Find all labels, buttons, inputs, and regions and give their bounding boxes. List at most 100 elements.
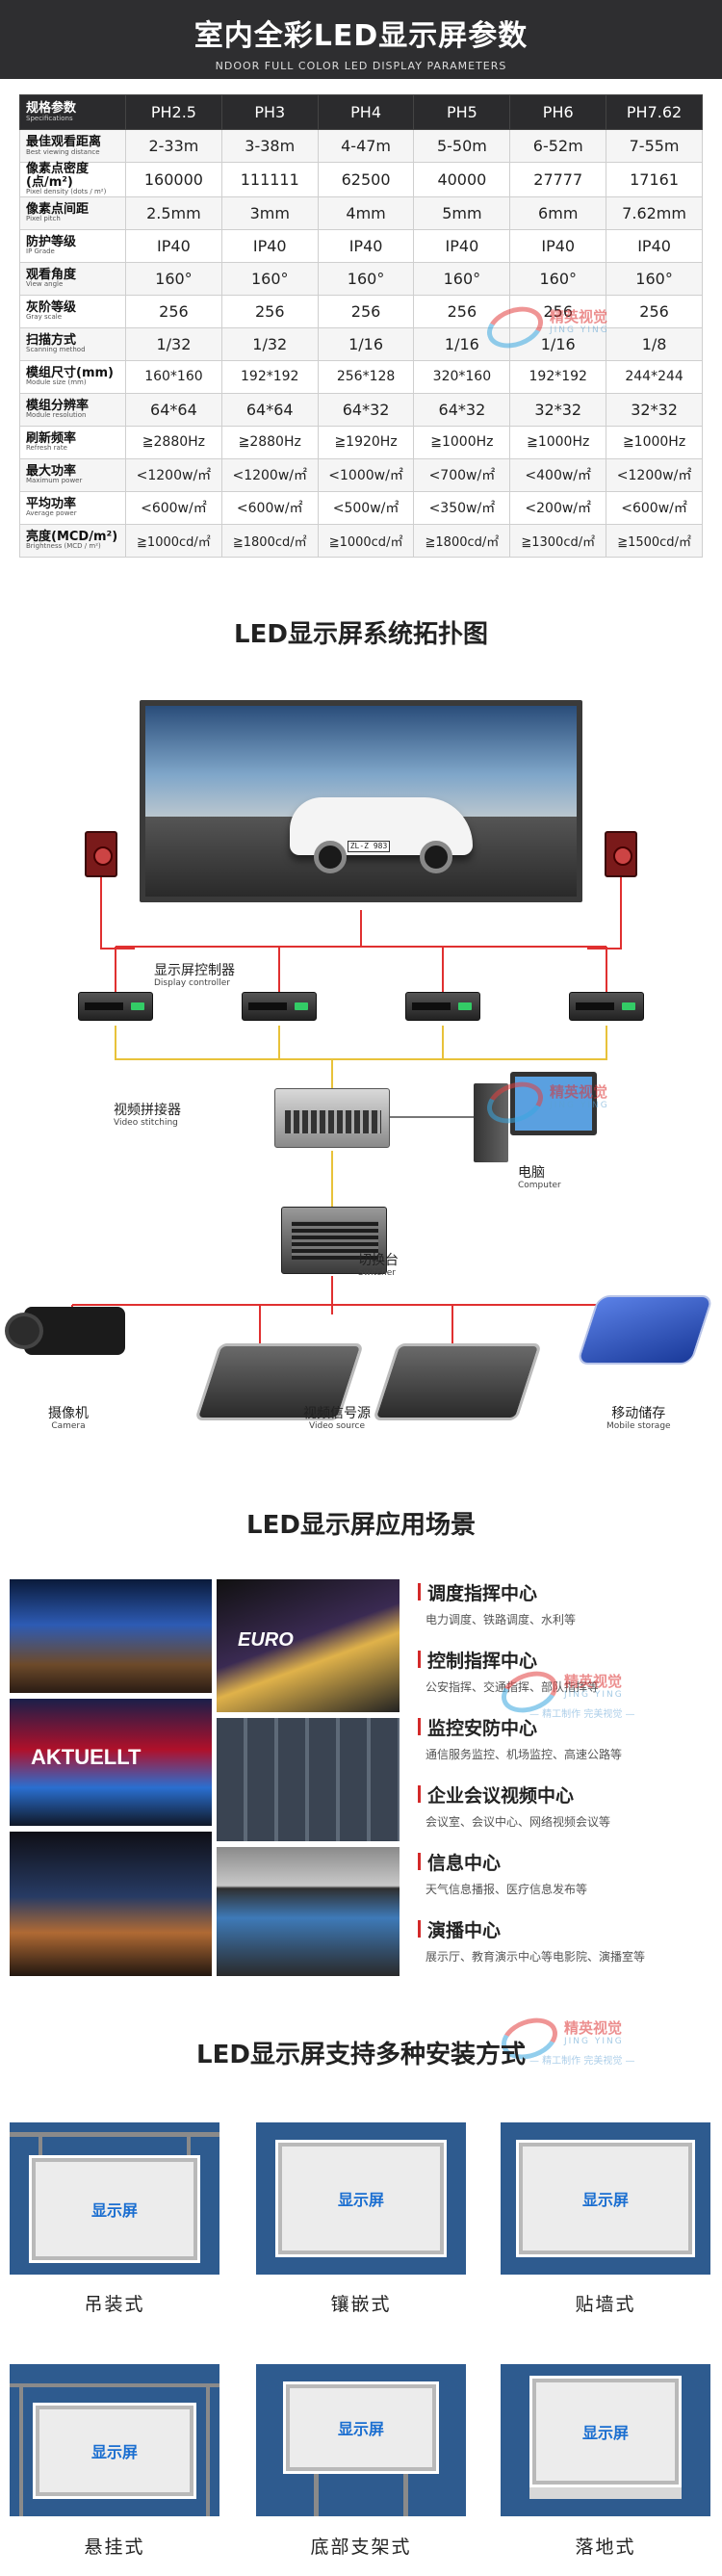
logo-swirl-icon [480, 299, 550, 356]
spec-cell: 4mm [317, 195, 415, 230]
logo-swirl-icon [480, 1074, 550, 1132]
spec-cell: 160° [606, 261, 703, 296]
spec-cell: 64*32 [413, 392, 511, 427]
spec-row-label: 模组尺寸(mm)Module size (mm) [19, 359, 126, 394]
spec-cell: <400w/㎡ [509, 457, 607, 492]
spec-row-label: 像素点密度(点/m²)Pixel density (dots / m²) [19, 162, 126, 197]
spec-column-header: PH5 [413, 94, 511, 130]
spec-column-header: PH2.5 [125, 94, 222, 130]
spec-cell: 32*32 [606, 392, 703, 427]
spec-cell: 192*192 [509, 359, 607, 394]
controller-device-icon [405, 992, 480, 1021]
display-screen: 显示屏 [275, 2140, 447, 2257]
controller-device-icon [242, 992, 317, 1021]
install-card-suspended: 显示屏 [10, 2364, 219, 2516]
spec-column-header: PH6 [509, 94, 607, 130]
spec-cell: 40000 [413, 162, 511, 197]
installation-section: 显示屏 显示屏 显示屏 吊装式 镶嵌式 贴墙式 显示屏 显示屏 显示屏 悬挂式 … [0, 2109, 722, 2576]
spec-cell: 3-38m [220, 129, 319, 163]
page-header: 室内全彩LED显示屏参数 NDOOR FULL COLOR LED DISPLA… [0, 0, 722, 79]
computer-tower-icon [474, 1083, 508, 1162]
spec-cell: 256 [509, 294, 607, 328]
application-item: 演播中心展示厅、教育演示中心等电影院、演播室等 [417, 1916, 645, 1965]
studio-news-photo: AKTUELLT [10, 1699, 212, 1826]
control-center-photo: EURO [217, 1579, 400, 1712]
installation-title: LED显示屏支持多种安装方式 [196, 2041, 526, 2069]
spec-cell: 2.5mm [125, 195, 222, 230]
video-source-laptop-icon [373, 1343, 542, 1420]
spec-cell: <600w/㎡ [125, 490, 222, 525]
spec-cell: ≧1000Hz [413, 425, 511, 459]
spec-cell: 64*64 [220, 392, 319, 427]
install-card-floor: 显示屏 [501, 2364, 710, 2516]
applications-section: EURO AKTUELLT 调度指挥中心电力调度、铁路调度、水利等 控制指挥中心… [0, 1579, 722, 1984]
license-plate: ZL-Z 983 [348, 841, 390, 852]
spec-column-header: PH7.62 [606, 94, 703, 130]
install-card-bottom-stand: 显示屏 [256, 2364, 466, 2516]
spec-cell: 160° [125, 261, 222, 296]
page-title: 室内全彩LED显示屏参数 [193, 19, 529, 53]
spec-cell: <600w/㎡ [606, 490, 703, 525]
led-screen-image: ZL-Z 983 [140, 700, 582, 902]
spec-cell: ≧2880Hz [125, 425, 222, 459]
spec-cell: 160° [509, 261, 607, 296]
spec-cell: 160*160 [125, 359, 222, 394]
spec-cell: 244*244 [606, 359, 703, 394]
spec-cell: IP40 [220, 228, 319, 263]
spec-cell: 256 [413, 294, 511, 328]
spec-cell: <600w/㎡ [220, 490, 319, 525]
spec-cell: 5-50m [413, 129, 511, 163]
spec-cell: <1200w/㎡ [606, 457, 703, 492]
spec-cell: IP40 [413, 228, 511, 263]
spec-cell: 1/32 [220, 326, 319, 361]
spec-cell: 192*192 [220, 359, 319, 394]
switcher-device-icon [281, 1207, 387, 1274]
car-wheel-icon [314, 841, 347, 873]
applications-title: LED显示屏应用场景 [246, 1511, 476, 1540]
spec-cell: 256*128 [317, 359, 415, 394]
spec-cell: 1/32 [125, 326, 222, 361]
spec-cell: 256 [220, 294, 319, 328]
spec-cell: 320*160 [413, 359, 511, 394]
conference-room-photo [217, 1847, 400, 1976]
application-item: 调度指挥中心电力调度、铁路调度、水利等 [417, 1579, 576, 1627]
spec-row: 像素点密度(点/m²)Pixel density (dots / m²)1600… [19, 162, 703, 197]
spec-cell: 64*32 [317, 392, 415, 427]
dispatch-center-photo [10, 1579, 212, 1693]
spec-cell: 256 [606, 294, 703, 328]
spec-cell: 27777 [509, 162, 607, 197]
spec-cell: 2-33m [125, 129, 222, 163]
spec-cell: 64*64 [125, 392, 222, 427]
spec-cell: 6mm [509, 195, 607, 230]
right-speaker-icon [605, 831, 637, 877]
spec-cell: 62500 [317, 162, 415, 197]
spec-cell: <500w/㎡ [317, 490, 415, 525]
spec-cell: 160000 [125, 162, 222, 197]
spec-cell: 1/16 [413, 326, 511, 361]
studio-screen-photo [10, 1832, 212, 1976]
spec-cell: 17161 [606, 162, 703, 197]
spec-cell: ≧2880Hz [220, 425, 319, 459]
